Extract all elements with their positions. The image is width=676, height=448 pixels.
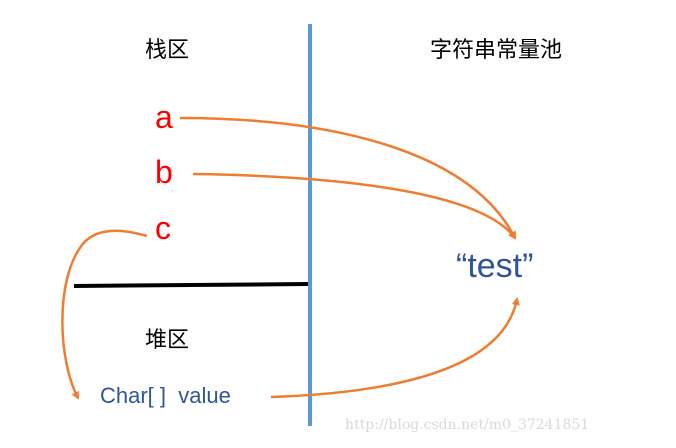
arrow-value-to-test [270, 297, 520, 399]
variable-c: c [155, 210, 171, 246]
stack-area-title: 栈区 [145, 38, 190, 63]
heap-char-array-value: Char[ ] value [100, 383, 231, 408]
watermark: http://blog.csdn.net/m0_37241851 [345, 417, 590, 433]
variable-b: b [155, 154, 173, 190]
arrow-c-to-value [61, 229, 148, 400]
variable-a: a [155, 99, 173, 135]
horizontal-divider [73, 282, 309, 288]
arrow-b-to-test [192, 172, 517, 240]
string-literal-test: “test” [456, 247, 534, 285]
heap-area-title: 堆区 [145, 328, 190, 353]
arrow-a-to-test [179, 116, 517, 240]
string-pool-title: 字符串常量池 [430, 38, 563, 63]
